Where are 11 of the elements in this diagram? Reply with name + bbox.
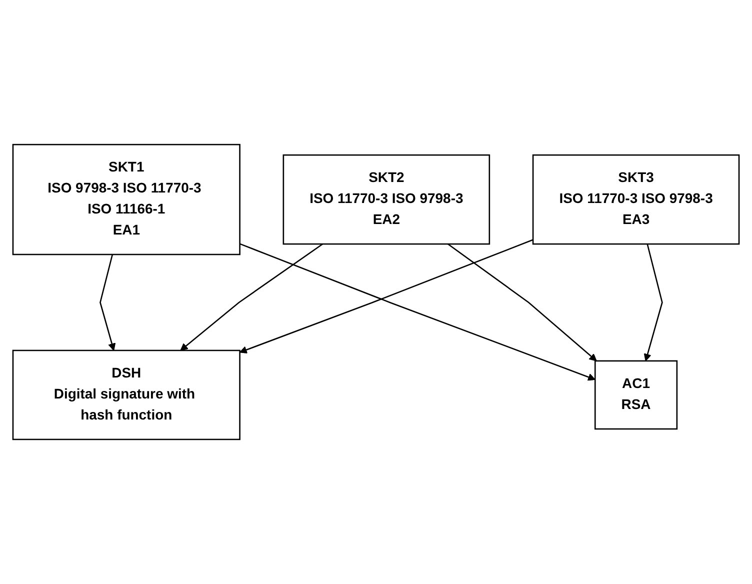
node-box: SKT3 ISO 11770-3 ISO 9798-3 EA3 bbox=[532, 154, 740, 245]
arrow bbox=[239, 239, 534, 354]
node-box: AC1 RSA bbox=[594, 360, 678, 430]
arrow bbox=[448, 243, 597, 362]
node-box: SKT2 ISO 11770-3 ISO 9798-3 EA2 bbox=[282, 154, 490, 245]
arrow bbox=[240, 243, 596, 381]
node-box: SKT1 ISO 9798-3 ISO 11770-3 ISO 11166-1 EA1 bbox=[12, 144, 240, 256]
arrow bbox=[644, 244, 663, 362]
arrow bbox=[180, 243, 324, 351]
arrow bbox=[100, 254, 116, 351]
node-box: DSH Digital signature with hash function bbox=[12, 350, 240, 440]
